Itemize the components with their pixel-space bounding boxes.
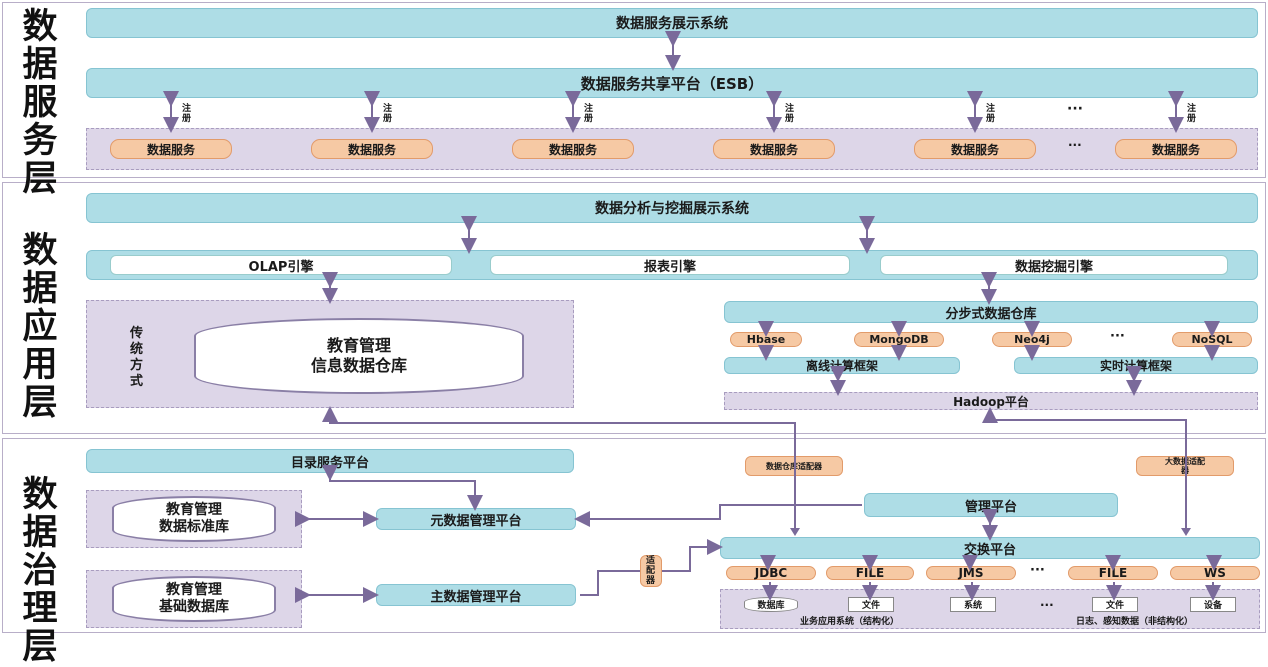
- data-service-2: 数据服务: [311, 139, 433, 159]
- path-bigdata-adapter: [982, 407, 1187, 530]
- service-row-ellipsis: ···: [1068, 138, 1082, 152]
- edu-basic-db: 教育管理 基础数据库: [112, 576, 276, 622]
- data-service-3: 数据服务: [512, 139, 634, 159]
- hadoop-label: Hadoop平台: [953, 394, 1029, 409]
- store-ellipsis: ···: [1110, 329, 1125, 344]
- path-dw-adapter: [322, 406, 796, 530]
- service-layer-label: 数据服务层: [22, 7, 58, 199]
- application-layer-label: 数据应用层: [22, 231, 58, 423]
- register-label-6: 注册: [1187, 104, 1197, 124]
- edu-standard-db: 教育管理 数据标准库: [112, 496, 276, 542]
- analysis-mining-display-system: 数据分析与挖掘展示系统: [86, 193, 1258, 223]
- data-service-6: 数据服务: [1115, 139, 1237, 159]
- masterdata-management-platform: 主数据管理平台: [376, 584, 576, 606]
- traditional-label: 传统方式: [130, 326, 144, 389]
- data-mining-engine: 数据挖掘引擎: [880, 255, 1228, 275]
- data-service-4: 数据服务: [713, 139, 835, 159]
- adapter: 适配器: [640, 555, 662, 587]
- path-masterdata-exchange: [580, 570, 640, 596]
- service-ellipsis: ···: [1067, 101, 1083, 117]
- caption-structured: 业务应用系统（结构化）: [800, 617, 900, 627]
- data-service-area: [86, 128, 1258, 170]
- source-ellipsis: ···: [1040, 598, 1054, 612]
- register-label-4: 注册: [785, 104, 795, 124]
- connector-lines: [163, 31, 1222, 603]
- edu-info-warehouse: 教育管理 信息数据仓库: [194, 318, 524, 394]
- interface-ellipsis: ···: [1030, 563, 1045, 578]
- register-label-1: 注册: [182, 104, 192, 124]
- data-service-1: 数据服务: [110, 139, 232, 159]
- governance-layer-label: 数据治理层: [22, 475, 58, 667]
- register-label-2: 注册: [383, 104, 393, 124]
- register-label-3: 注册: [584, 104, 594, 124]
- adapter-label: 适配器: [646, 556, 656, 586]
- path-catalog-metadata: [322, 465, 483, 511]
- esb-platform: 数据服务共享平台（ESB）: [86, 68, 1258, 98]
- olap-engine: OLAP引擎: [110, 255, 452, 275]
- caption-unstructured: 日志、感知数据（非结构化）: [1076, 617, 1194, 627]
- report-engine: 报表引擎: [490, 255, 850, 275]
- register-label-5: 注册: [986, 104, 996, 124]
- path-management-metadata: [574, 504, 862, 527]
- data-service-5: 数据服务: [914, 139, 1036, 159]
